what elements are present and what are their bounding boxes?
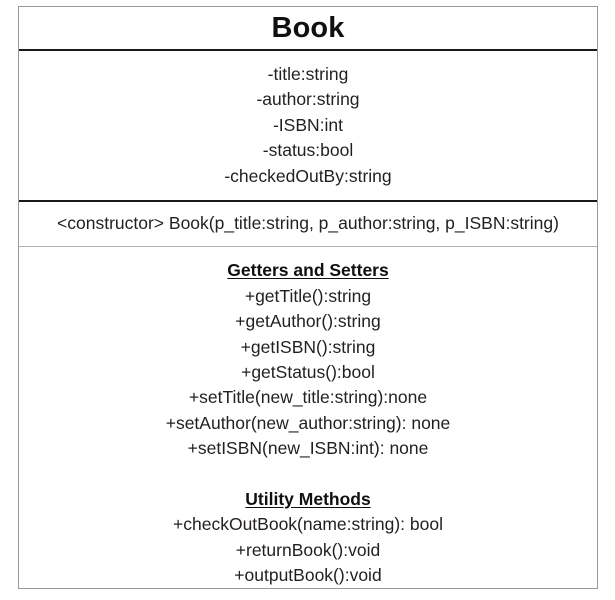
class-attributes-compartment: -title:string -author:string -ISBN:int -… (19, 51, 597, 203)
operation-row: +setAuthor(new_author:string): none (165, 412, 451, 433)
attribute-row: -ISBN:int (272, 114, 344, 135)
class-name-compartment: Book (19, 7, 597, 51)
operation-row: +getAuthor():string (235, 311, 381, 332)
operations-group-heading-utility-methods: Utility Methods (245, 488, 371, 509)
operation-row: +getISBN():string (240, 336, 376, 357)
operation-row: +outputBook():void (234, 564, 382, 585)
operations-group-heading-getters-and-setters: Getters and Setters (227, 260, 389, 281)
operations-group-spacer (19, 462, 597, 487)
attribute-row: -title:string (267, 64, 349, 84)
operation-row: +setTitle(new_title:string):none (188, 387, 428, 408)
operation-row: +getTitle():string (244, 285, 372, 306)
operation-row: +returnBook():void (235, 539, 381, 560)
operation-row: +getStatus():bool (241, 362, 375, 383)
uml-class-box-book[interactable]: Book -title:string -author:string -ISBN:… (18, 6, 598, 589)
attribute-row: -status:bool (262, 140, 354, 161)
operation-row: +checkOutBook(name:string): bool (173, 514, 443, 535)
attribute-row: -checkedOutBy:string (224, 165, 392, 186)
class-constructor-compartment: <constructor> Book(p_title:string, p_aut… (19, 202, 597, 248)
attribute-row: -author:string (256, 89, 360, 110)
constructor-row: <constructor> Book(p_title:string, p_aut… (57, 213, 559, 234)
class-name: Book (271, 11, 345, 44)
operation-row: +setISBN(new_ISBN:int): none (187, 438, 429, 459)
class-operations-compartment: Getters and Setters +getTitle():string +… (19, 247, 597, 594)
